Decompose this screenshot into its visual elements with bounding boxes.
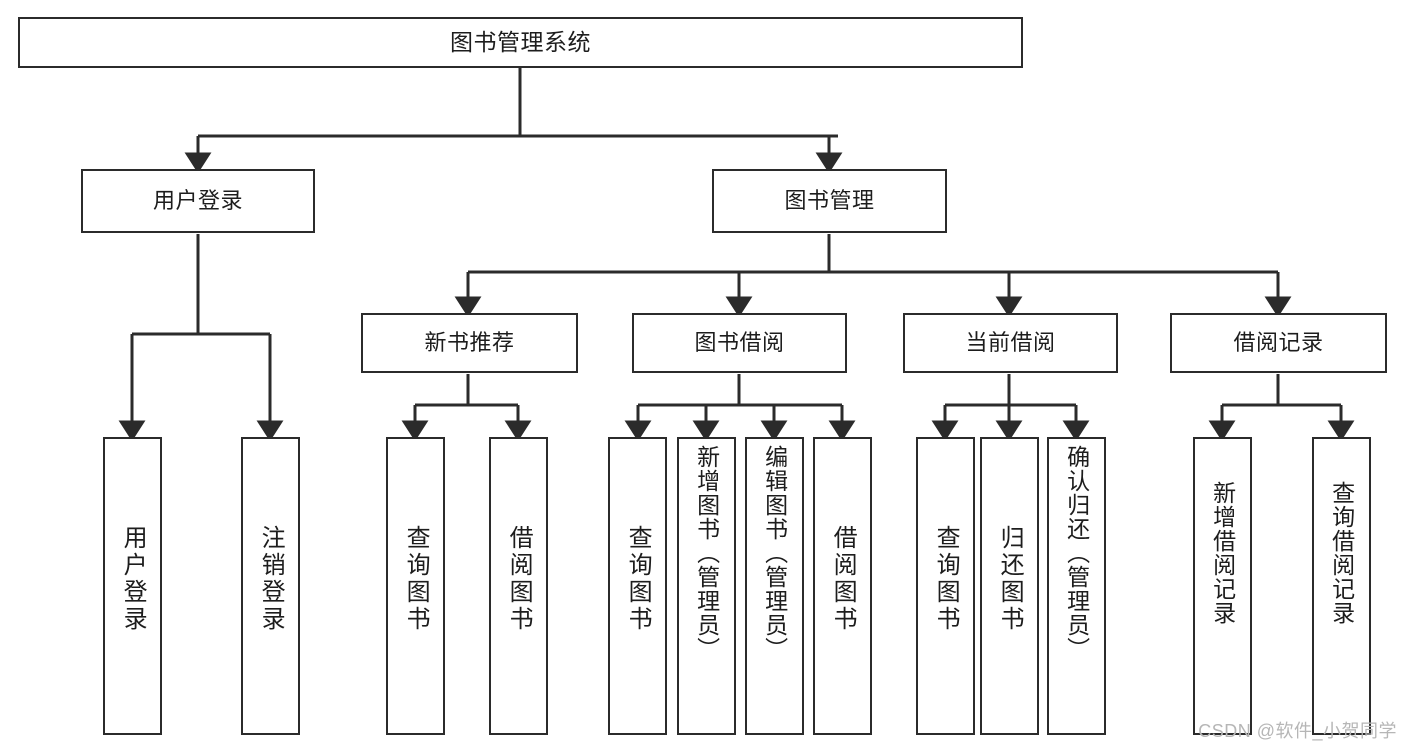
node-book-manage[interactable]: 图书管理 xyxy=(712,169,947,233)
node-label: 借阅图书 xyxy=(829,525,857,633)
leaf-query-book-recommend[interactable]: 查询图书 xyxy=(386,437,445,735)
node-label: 注销登录 xyxy=(257,525,285,633)
leaf-add-book[interactable]: 新增图书（管理员） xyxy=(677,437,736,735)
node-label: 查询借阅记录 xyxy=(1328,481,1355,625)
leaf-query-book-current[interactable]: 查询图书 xyxy=(916,437,975,735)
node-new-book-recommend[interactable]: 新书推荐 xyxy=(361,313,578,373)
leaf-borrow-book[interactable]: 借阅图书 xyxy=(813,437,872,735)
leaf-query-book-borrow[interactable]: 查询图书 xyxy=(608,437,667,735)
node-current-borrow[interactable]: 当前借阅 xyxy=(903,313,1118,373)
node-label: 借阅记录 xyxy=(1233,330,1324,356)
node-label: 图书借阅 xyxy=(694,330,785,356)
node-root-system[interactable]: 图书管理系统 xyxy=(18,17,1023,68)
leaf-borrow-book-recommend[interactable]: 借阅图书 xyxy=(489,437,548,735)
node-label: 用户登录 xyxy=(152,188,243,214)
node-label: 确认归还（管理员） xyxy=(1063,445,1090,661)
leaf-add-borrow-record[interactable]: 新增借阅记录 xyxy=(1193,437,1252,735)
leaf-user-logout[interactable]: 注销登录 xyxy=(241,437,300,735)
node-label: 查询图书 xyxy=(402,525,430,633)
csdn-watermark: CSDN @软件_小贺同学 xyxy=(1198,721,1397,741)
node-label: 查询图书 xyxy=(624,525,652,633)
node-label: 用户登录 xyxy=(119,525,147,633)
node-label: 新增图书（管理员） xyxy=(693,445,720,661)
node-label: 新书推荐 xyxy=(424,330,515,356)
node-label: 图书管理 xyxy=(784,188,875,214)
node-user-login[interactable]: 用户登录 xyxy=(81,169,315,233)
node-label: 图书管理系统 xyxy=(450,29,591,56)
leaf-edit-book[interactable]: 编辑图书（管理员） xyxy=(745,437,804,735)
leaf-return-book[interactable]: 归还图书 xyxy=(980,437,1039,735)
node-label: 归还图书 xyxy=(996,525,1024,633)
leaf-query-borrow-record[interactable]: 查询借阅记录 xyxy=(1312,437,1371,735)
leaf-user-login[interactable]: 用户登录 xyxy=(103,437,162,735)
node-book-borrow[interactable]: 图书借阅 xyxy=(632,313,847,373)
node-label: 查询图书 xyxy=(932,525,960,633)
node-label: 当前借阅 xyxy=(965,330,1056,356)
node-label: 借阅图书 xyxy=(505,525,533,633)
node-borrow-record[interactable]: 借阅记录 xyxy=(1170,313,1387,373)
node-label: 新增借阅记录 xyxy=(1209,481,1236,625)
leaf-confirm-return[interactable]: 确认归还（管理员） xyxy=(1047,437,1106,735)
node-label: 编辑图书（管理员） xyxy=(761,445,788,661)
